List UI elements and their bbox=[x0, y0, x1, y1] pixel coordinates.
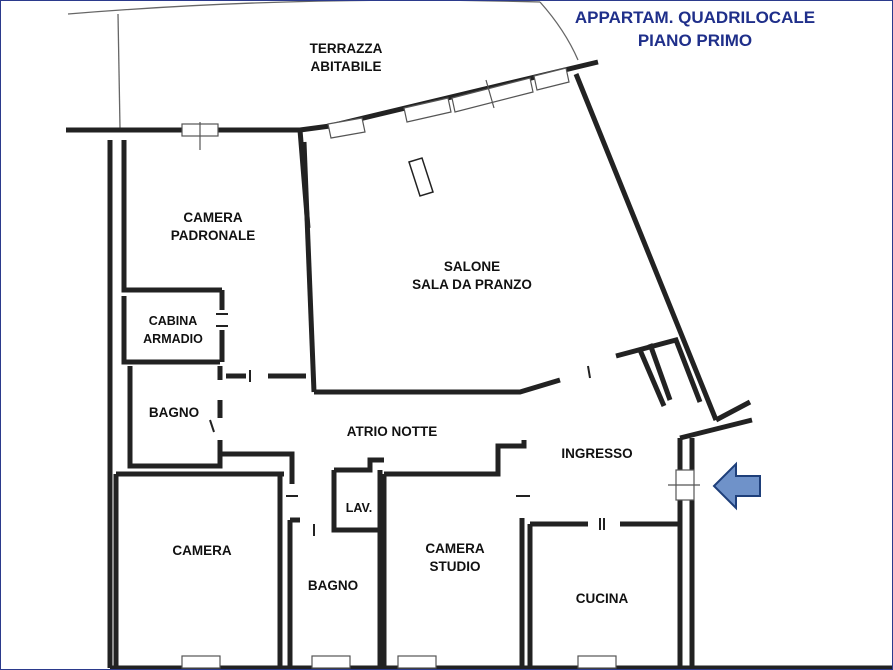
salone-furniture bbox=[408, 157, 434, 197]
windows bbox=[181, 67, 700, 669]
room-label-camera: CAMERA bbox=[172, 543, 232, 558]
room-label-lav: LAV. bbox=[345, 501, 373, 515]
room-label-salone: SALONE SALA DA PRANZO bbox=[412, 259, 532, 292]
room-label-bagno-2: BAGNO bbox=[307, 578, 359, 593]
room-label-cucina: CUCINA bbox=[575, 591, 629, 606]
title-line-1: APPARTAM. QUADRILOCALE bbox=[574, 8, 816, 27]
door-marks bbox=[209, 313, 605, 536]
room-label-terrazza: TERRAZZA ABITABILE bbox=[309, 41, 383, 74]
entrance-arrow-icon bbox=[712, 461, 761, 511]
room-label-cabina-armadio: CABINA ARMADIO bbox=[143, 314, 203, 346]
room-label-camera-studio: CAMERA STUDIO bbox=[425, 541, 485, 574]
room-label-camera-padronale: CAMERA PADRONALE bbox=[170, 210, 256, 243]
walls bbox=[66, 59, 893, 670]
room-label-ingresso: INGRESSO bbox=[561, 446, 633, 461]
plan-title: APPARTAM. QUADRILOCALE PIANO PRIMO bbox=[545, 6, 845, 52]
room-label-atrio-notte: ATRIO NOTTE bbox=[346, 424, 438, 439]
room-label-bagno-1: BAGNO bbox=[148, 405, 200, 420]
title-line-2: PIANO PRIMO bbox=[637, 31, 753, 50]
